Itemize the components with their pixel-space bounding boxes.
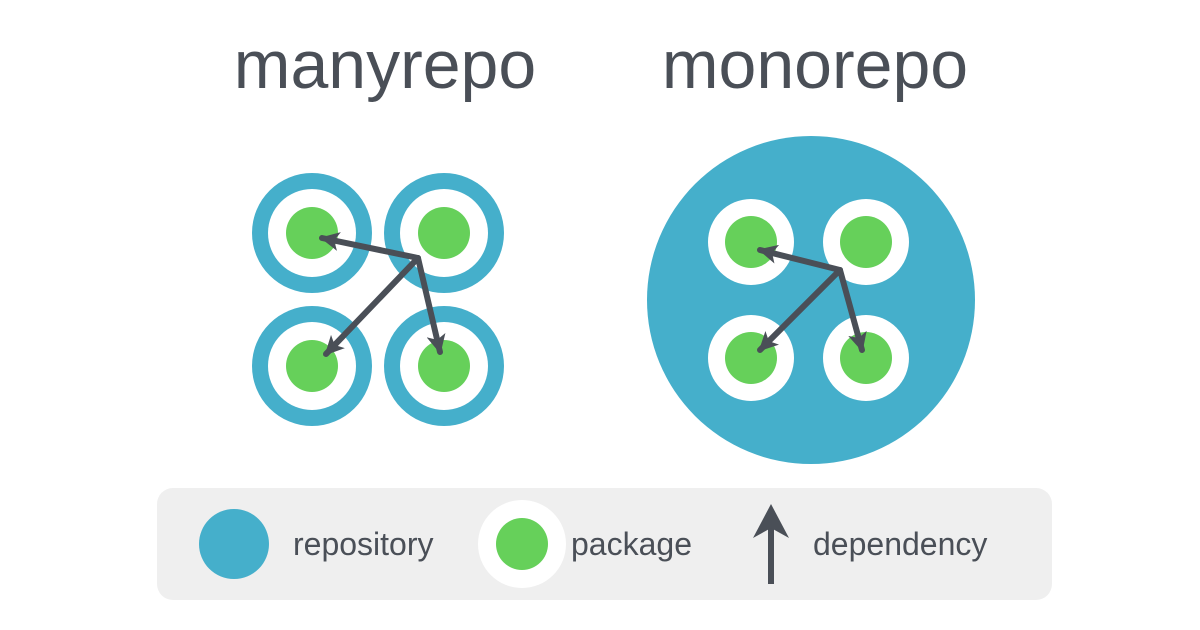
manyrepo-repo-top-left — [252, 173, 372, 293]
dependency-arrow-icon — [757, 267, 843, 353]
manyrepo-repo-bottom-right — [384, 306, 504, 426]
package-circle-icon — [840, 216, 892, 268]
legend-repository-label: repository — [293, 526, 434, 562]
manyrepo-dependency-arrows — [319, 232, 446, 357]
package-circle-icon — [478, 500, 566, 588]
package-circle-icon — [840, 332, 892, 384]
dependency-arrow-icon — [837, 267, 867, 353]
package-circle-icon — [418, 207, 470, 259]
dependency-arrow-icon — [757, 244, 843, 273]
monorepo-package-top-left — [708, 199, 794, 285]
legend: repository package dependency — [157, 488, 1052, 600]
dependency-arrow-icon — [415, 255, 446, 355]
dependency-arrow-icon — [753, 504, 789, 584]
monorepo-dependency-arrows — [757, 244, 867, 353]
dependency-arrow-icon — [319, 232, 421, 261]
legend-dependency-label: dependency — [813, 526, 988, 562]
package-core — [496, 518, 548, 570]
package-circle-icon — [286, 207, 338, 259]
manyrepo-title: manyrepo — [233, 27, 537, 103]
monorepo-package-bottom-right — [823, 315, 909, 401]
manyrepo-diagram — [252, 173, 504, 426]
dependency-arrow-icon — [323, 255, 421, 357]
legend-package-label: package — [571, 526, 692, 562]
package-circle-icon — [418, 340, 470, 392]
repository-circle-icon — [199, 509, 269, 579]
monorepo-title: monorepo — [661, 27, 969, 103]
monorepo-package-top-right — [823, 199, 909, 285]
package-circle-icon — [725, 216, 777, 268]
monorepo-diagram — [647, 136, 975, 464]
